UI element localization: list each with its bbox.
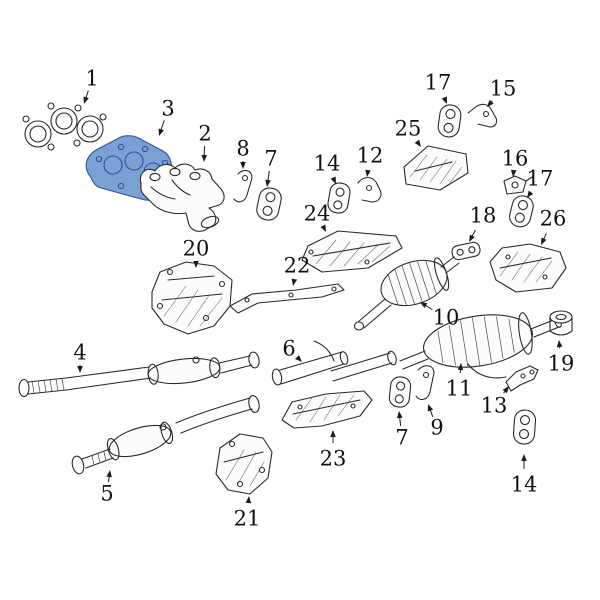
- leader-arrowhead: [330, 176, 336, 184]
- part-drawing-11-muffler[interactable]: [399, 308, 563, 379]
- part-label[interactable]: 17: [424, 70, 452, 95]
- part-label[interactable]: 9: [430, 415, 444, 440]
- part-drawing-1-gasket[interactable]: [22, 102, 107, 151]
- part-label[interactable]: 10: [432, 305, 460, 330]
- part-label[interactable]: 17: [526, 166, 554, 191]
- leader-arrowhead: [77, 366, 83, 373]
- part-label[interactable]: 4: [73, 340, 87, 365]
- leader-arrowhead: [527, 190, 534, 198]
- part-label[interactable]: 14: [510, 472, 538, 497]
- part-drawing-7-hanger[interactable]: [255, 186, 283, 222]
- leader-arrowhead: [396, 411, 403, 419]
- part-drawing-15-bracket[interactable]: [467, 103, 498, 128]
- part-drawing-10-resonator[interactable]: [353, 253, 460, 331]
- part-label[interactable]: 6: [282, 336, 296, 361]
- part-drawing-16-bracket[interactable]: [503, 175, 533, 195]
- part-drawing-7b-hanger[interactable]: [388, 376, 412, 408]
- part-label[interactable]: 20: [182, 236, 210, 261]
- part-label[interactable]: 2: [198, 121, 212, 146]
- part-label[interactable]: 23: [319, 446, 347, 471]
- leader-arrowhead: [330, 430, 336, 437]
- part-drawing-4-front-pipe[interactable]: [18, 351, 260, 398]
- part-drawing-6-center-pipes[interactable]: [271, 340, 397, 386]
- leader-arrowhead: [521, 454, 527, 461]
- leader-arrowhead: [414, 139, 421, 147]
- leader-arrowhead: [487, 99, 494, 107]
- part-label[interactable]: 13: [480, 393, 508, 418]
- part-drawing-8-bracket[interactable]: [233, 169, 253, 203]
- part-drawing-13-bracket[interactable]: [505, 365, 539, 392]
- part-label[interactable]: 11: [445, 376, 473, 401]
- part-label[interactable]: 24: [303, 201, 331, 226]
- part-label[interactable]: 8: [236, 136, 250, 161]
- part-drawing-17b-hanger[interactable]: [507, 194, 535, 229]
- part-drawing-12-bracket[interactable]: [357, 177, 382, 203]
- part-label[interactable]: 19: [547, 351, 575, 376]
- part-label[interactable]: 15: [489, 76, 517, 101]
- part-drawing-25-heat-shield[interactable]: [403, 145, 469, 191]
- part-drawing-17-hanger[interactable]: [437, 104, 462, 139]
- leader-arrowhead: [265, 179, 271, 187]
- part-label[interactable]: 7: [264, 146, 278, 171]
- leader-arrowhead: [427, 404, 434, 412]
- part-drawing-2-manifold[interactable]: [139, 163, 225, 232]
- leader-arrowhead: [295, 355, 302, 362]
- part-label[interactable]: 12: [356, 143, 384, 168]
- leader-arrowhead: [240, 162, 246, 169]
- part-label[interactable]: 7: [395, 425, 409, 450]
- part-label[interactable]: 16: [501, 146, 529, 171]
- part-label[interactable]: 18: [469, 203, 497, 228]
- leader-arrowhead: [457, 363, 464, 371]
- part-drawing-26-heat-shield[interactable]: [489, 243, 567, 293]
- part-drawing-18-plate[interactable]: [451, 241, 481, 261]
- leader-arrowhead: [158, 128, 164, 136]
- part-drawing-23-heat-shield[interactable]: [281, 390, 373, 429]
- part-label[interactable]: 1: [85, 66, 99, 91]
- part-label[interactable]: 25: [394, 116, 422, 141]
- part-label[interactable]: 14: [313, 151, 341, 176]
- part-label[interactable]: 21: [233, 506, 261, 531]
- part-label[interactable]: 5: [100, 481, 114, 506]
- leader-arrowhead: [201, 154, 208, 162]
- leader-arrowhead: [320, 224, 326, 232]
- leader-arrowhead: [193, 261, 199, 268]
- part-label[interactable]: 26: [539, 206, 567, 231]
- leader-arrowhead: [556, 340, 563, 348]
- part-drawing-14b-hanger[interactable]: [512, 409, 537, 445]
- part-label[interactable]: 22: [283, 253, 311, 278]
- leader-arrowhead: [365, 169, 371, 177]
- leader-arrowhead: [441, 96, 447, 104]
- leader-arrowhead: [469, 234, 475, 242]
- leader-arrowhead: [502, 386, 509, 394]
- leader-arrowhead: [510, 169, 517, 177]
- leader-arrowhead: [291, 278, 298, 286]
- leader-arrowhead: [420, 302, 428, 309]
- leader-arrowhead: [106, 470, 112, 478]
- part-drawing-9-bracket[interactable]: [415, 365, 435, 401]
- part-drawing-21-heat-shield[interactable]: [215, 433, 273, 495]
- part-drawing-14-hanger[interactable]: [327, 181, 352, 214]
- leader-arrowhead: [541, 237, 547, 245]
- leader-arrowhead: [245, 496, 252, 504]
- part-drawing-5-downpipe[interactable]: [70, 395, 260, 475]
- part-drawing-19-clamp[interactable]: [549, 310, 573, 336]
- part-drawing-22-bracket[interactable]: [229, 283, 345, 314]
- leader-arrowhead: [83, 96, 89, 104]
- part-drawing-24-heat-shield[interactable]: [301, 230, 403, 273]
- part-label[interactable]: 3: [161, 96, 175, 121]
